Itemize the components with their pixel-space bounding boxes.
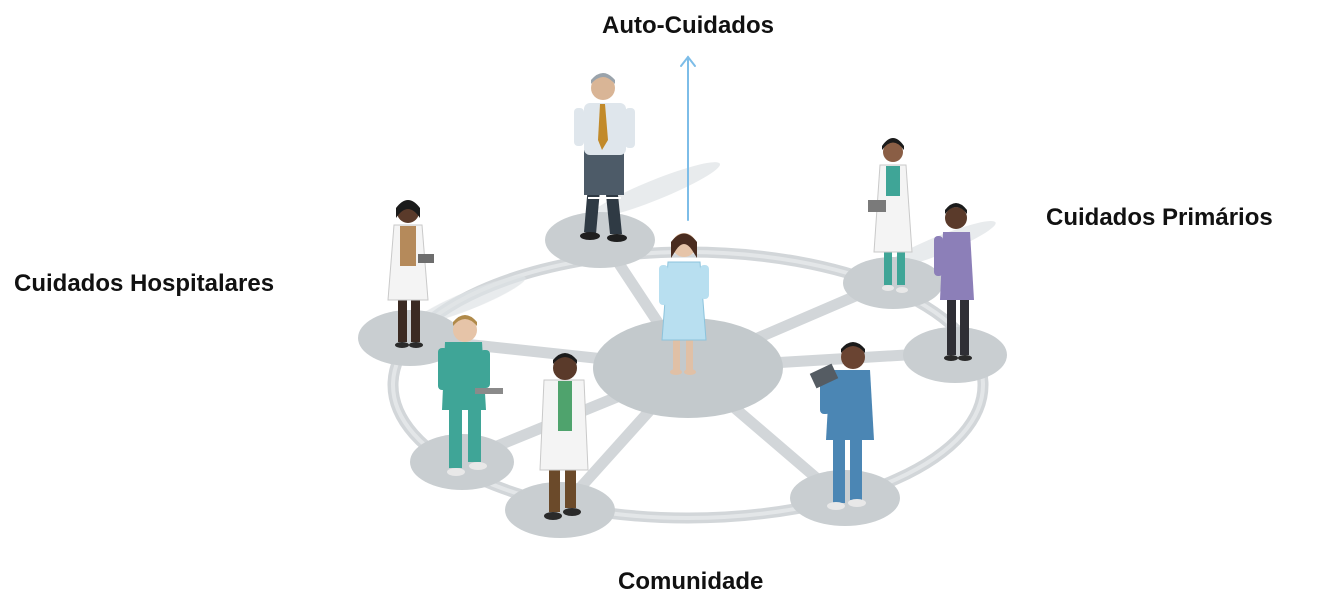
person-man-tie	[574, 73, 635, 242]
diagram-caption-top: Auto-Cuidados	[602, 12, 774, 39]
platform-left	[358, 310, 462, 366]
person-nurse-tablet	[809, 342, 874, 510]
person-woman-purple	[934, 203, 974, 361]
diagram-caption-bottom: Comunidade	[618, 568, 764, 595]
person-patient	[659, 233, 709, 375]
diagram-caption-left: Cuidados Hospitalares	[14, 270, 275, 297]
person-male-doctor	[539, 353, 589, 520]
person-nurse-upper-right	[868, 138, 913, 293]
platform-top	[545, 212, 655, 268]
person-male-nurse-scrubs	[438, 315, 503, 476]
platform-upper-right	[843, 257, 943, 309]
diagram-caption-right: Cuidados Primários	[1046, 204, 1273, 231]
arrow-up-icon	[680, 55, 696, 221]
person-female-doctor	[387, 200, 434, 348]
